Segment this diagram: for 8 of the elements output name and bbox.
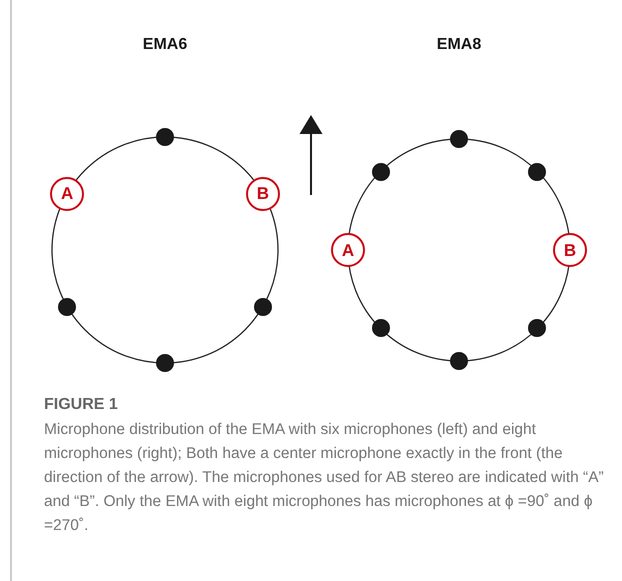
figure-heading: FIGURE 1 [44,395,118,415]
array-title: EMA8 [436,35,482,55]
microphone-marker: A [331,233,365,267]
figure-caption: Microphone distribution of the EMA with six microphones (left) and eight microphones (right); Both have a center microphone exactly in the front (the direction of the arrow). The microphones used for AB stereo are indicated with “A” and “B”. Only the EMA with eight microphones has microphones at ϕ =90˚ and ϕ =270˚. [44,420,605,536]
microphone-marker: B [246,176,280,210]
microphone-marker: B [553,233,587,267]
microphone-marker: A [50,176,84,210]
array-title: EMA6 [142,35,188,55]
